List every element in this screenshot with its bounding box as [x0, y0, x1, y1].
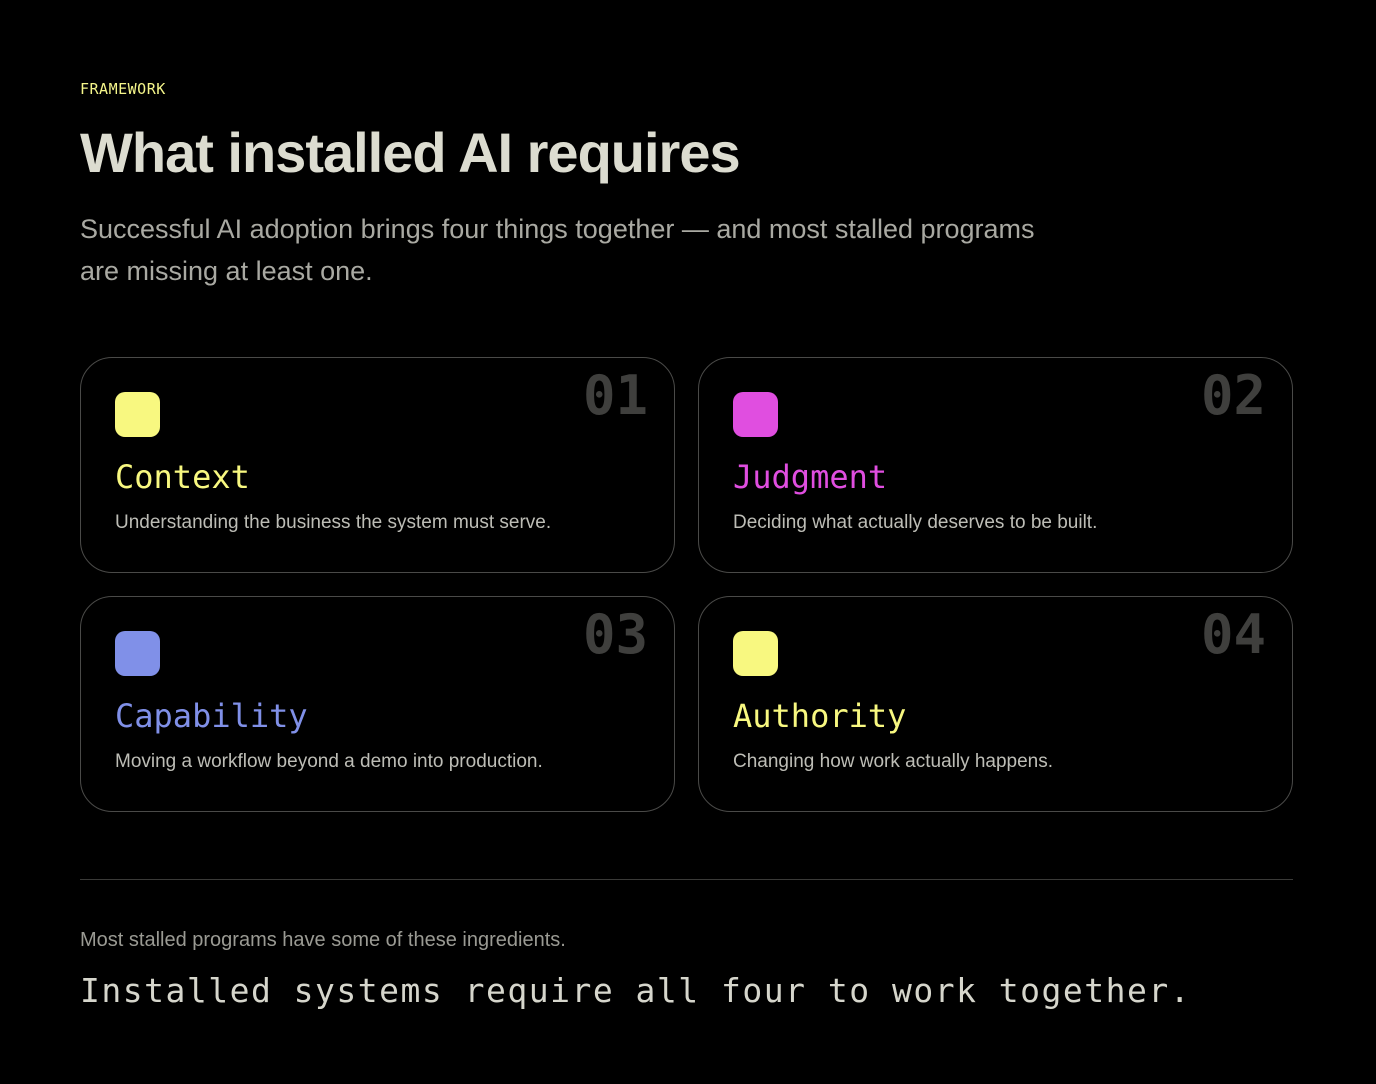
section-eyebrow: FRAMEWORK	[80, 80, 166, 98]
framework-grid: 01 Context Understanding the business th…	[80, 357, 1293, 812]
swatch-icon	[733, 392, 778, 437]
card-description: Deciding what actually deserves to be bu…	[733, 512, 1098, 533]
swatch-icon	[115, 631, 160, 676]
divider	[80, 879, 1293, 880]
card-title: Context	[115, 458, 250, 496]
card-number: 01	[582, 364, 648, 427]
swatch-icon	[115, 392, 160, 437]
page-subtitle: Successful AI adoption brings four thing…	[80, 214, 1035, 286]
card-description: Changing how work actually happens.	[733, 751, 1054, 772]
card-authority: 04 Authority Changing how work actually …	[698, 596, 1293, 812]
page-title: What installed AI requires	[80, 121, 741, 184]
card-number: 03	[582, 603, 648, 666]
card-context: 01 Context Understanding the business th…	[80, 357, 675, 573]
card-description: Understanding the business the system mu…	[115, 512, 552, 533]
card-number: 04	[1200, 603, 1266, 666]
card-title: Capability	[115, 697, 308, 735]
card-capability: 03 Capability Moving a workflow beyond a…	[80, 596, 675, 812]
footer-note: Most stalled programs have some of these…	[80, 929, 566, 951]
swatch-icon	[733, 631, 778, 676]
closing-statement: Installed systems require all four to wo…	[80, 971, 1192, 1010]
card-description: Moving a workflow beyond a demo into pro…	[115, 751, 543, 772]
card-judgment: 02 Judgment Deciding what actually deser…	[698, 357, 1293, 573]
card-title: Judgment	[733, 458, 888, 496]
card-number: 02	[1200, 364, 1266, 427]
card-title: Authority	[733, 697, 907, 735]
